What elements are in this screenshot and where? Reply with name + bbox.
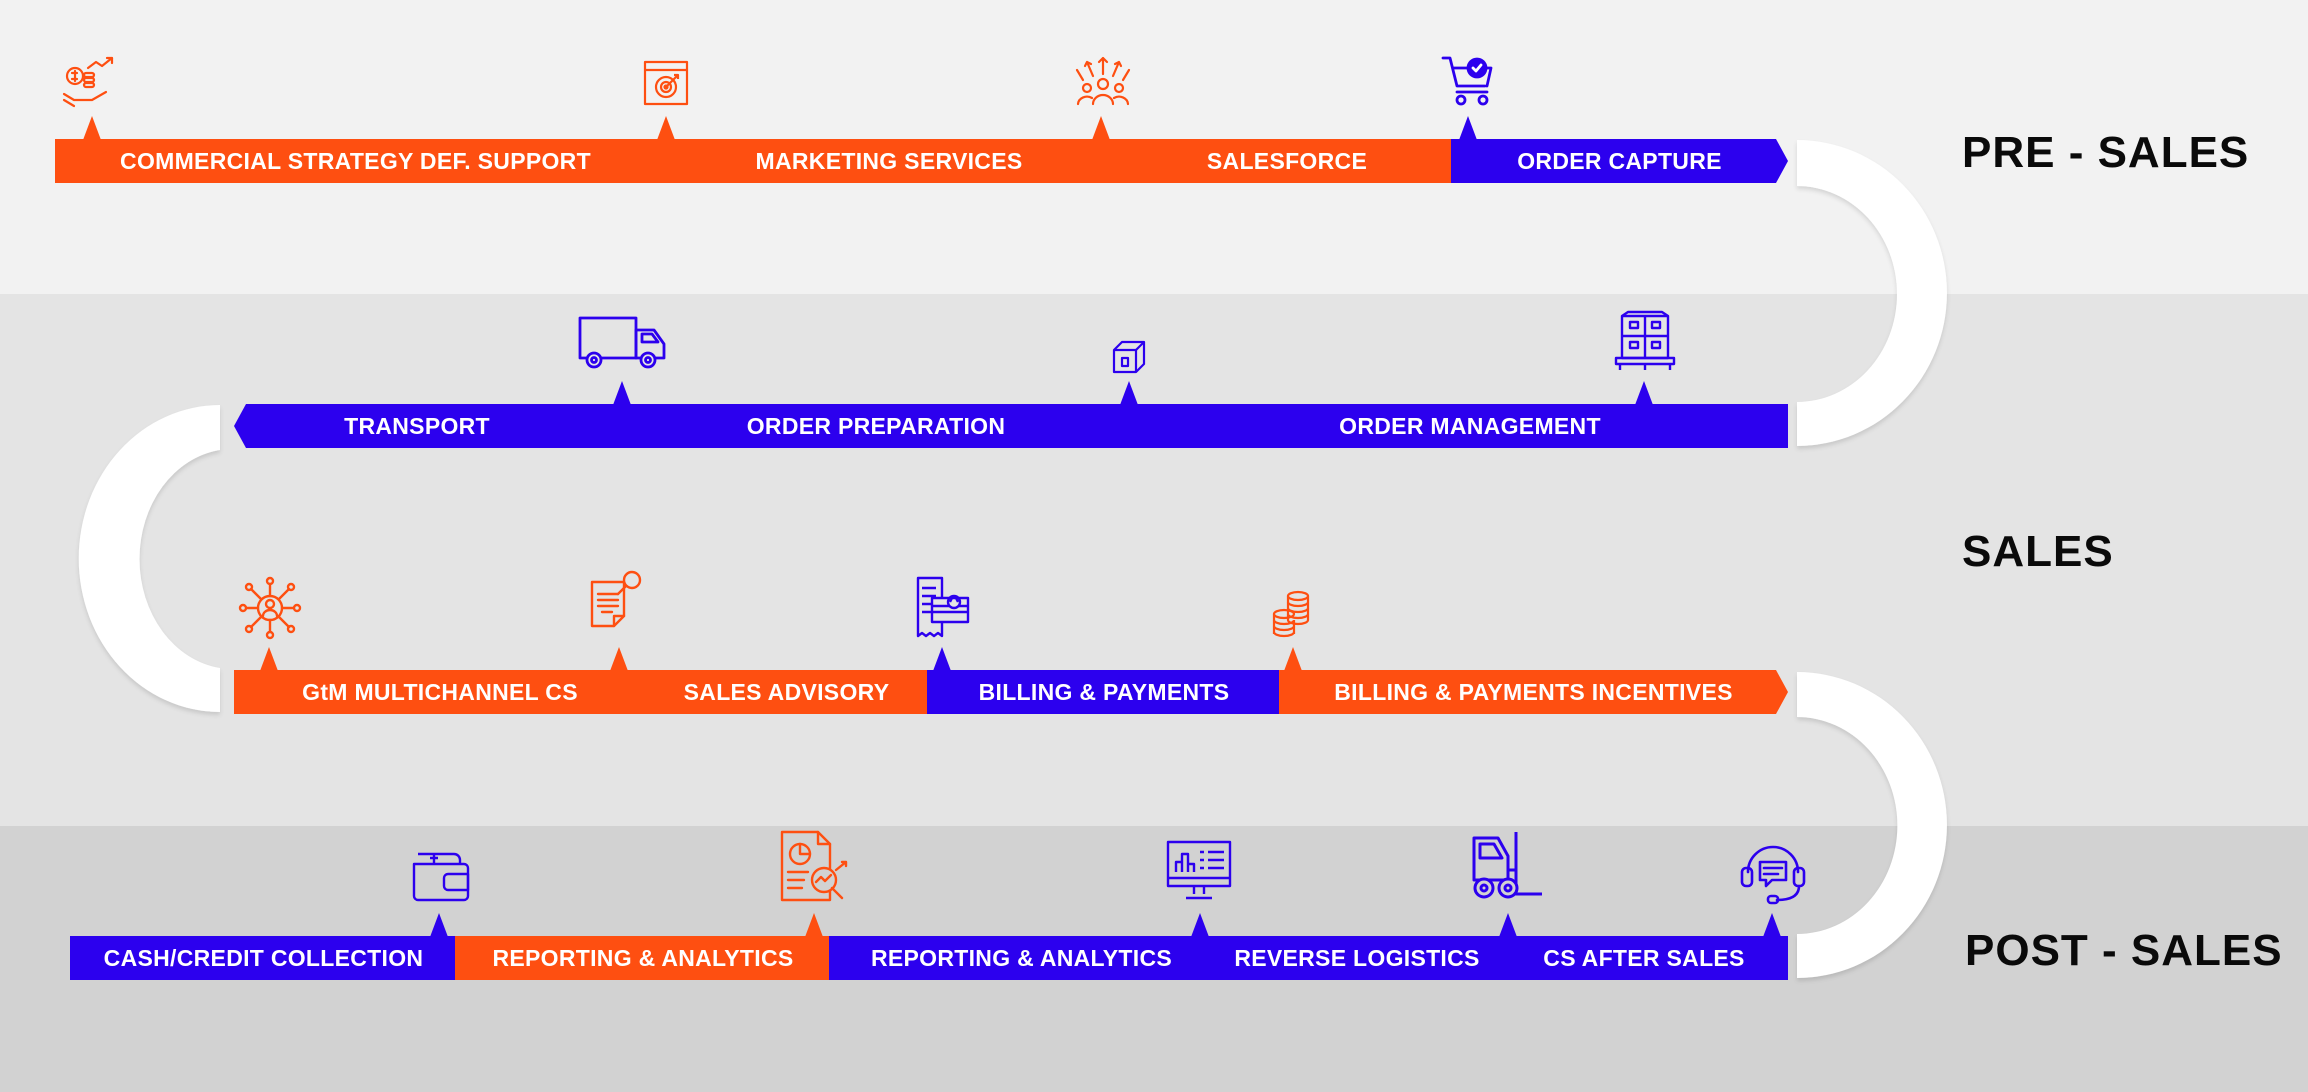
segment-billing-payments-incentives[interactable]: BILLING & PAYMENTS INCENTIVES [1279,670,1788,714]
segment-sales-advisory[interactable]: SALES ADVISORY [644,670,929,714]
curve-right-3 [1797,672,1947,978]
phase-label-post-sales: POST - SALES [1965,926,2283,975]
pin-commercial-strategy [83,116,101,140]
pin-reporting-analytics-2 [1191,913,1209,937]
segment-cs-after-sales[interactable]: CS AFTER SALES [1500,936,1788,980]
pin-cash-credit-collection [430,913,448,937]
segment-reporting-analytics-2[interactable]: REPORTING & ANALYTICS [829,936,1214,980]
segment-reverse-logistics[interactable]: REVERSE LOGISTICS [1212,936,1502,980]
segment-order-capture[interactable]: ORDER CAPTURE [1451,139,1788,183]
document-search-icon [588,568,652,640]
segment-billing-payments[interactable]: BILLING & PAYMENTS [927,670,1281,714]
pin-billing-payments [933,647,951,671]
team-arrows-icon [1075,54,1131,108]
curve-right-1 [1797,140,1947,446]
cart-check-icon [1441,54,1495,108]
network-user-icon [238,576,302,640]
pin-reporting-analytics-1 [805,913,823,937]
segment-salesforce[interactable]: SALESFORCE [1122,139,1452,183]
report-analysis-icon [778,830,850,908]
target-screen-icon [643,60,689,106]
segment-cash-credit-collection[interactable]: CASH/CREDIT COLLECTION [70,936,457,980]
pin-order-management [1635,381,1653,405]
receipt-card-icon [914,576,972,640]
phase-label-pre-sales: PRE - SALES [1962,128,2250,177]
pin-sales-advisory [610,647,628,671]
phase-label-sales: SALES [1962,527,2114,576]
truck-icon [578,316,668,372]
segment-reporting-analytics-1[interactable]: REPORTING & ANALYTICS [455,936,831,980]
sales-band [0,294,2308,826]
forklift-icon [1470,830,1546,902]
box-icon [1112,340,1146,374]
pin-cs-after-sales [1763,913,1781,937]
pallet-boxes-icon [1614,310,1676,372]
pin-order-preparation [1120,381,1138,405]
pin-gtm-multichannel [260,647,278,671]
pin-billing-payments-incentives [1284,647,1302,671]
segment-order-preparation[interactable]: ORDER PREPARATION [598,404,1154,448]
headset-icon [1740,840,1806,906]
pin-order-capture [1459,116,1477,140]
segment-gtm-multichannel-cs[interactable]: GtM MULTICHANNEL CS [234,670,646,714]
segment-marketing-services[interactable]: MARKETING SERVICES [655,139,1123,183]
money-growth-hand-icon [62,56,118,108]
monitor-dashboard-icon [1166,840,1232,902]
pin-salesforce [1092,116,1110,140]
curve-left-2 [78,405,220,712]
pin-reverse-logistics [1499,913,1517,937]
coin-stack-icon [1272,590,1314,640]
pin-transport [613,381,631,405]
segment-order-management[interactable]: ORDER MANAGEMENT [1152,404,1788,448]
wallet-icon [410,850,472,904]
segment-commercial-strategy[interactable]: COMMERCIAL STRATEGY DEF. SUPPORT [55,139,656,183]
pin-marketing-services [657,116,675,140]
segment-transport[interactable]: TRANSPORT [234,404,600,448]
